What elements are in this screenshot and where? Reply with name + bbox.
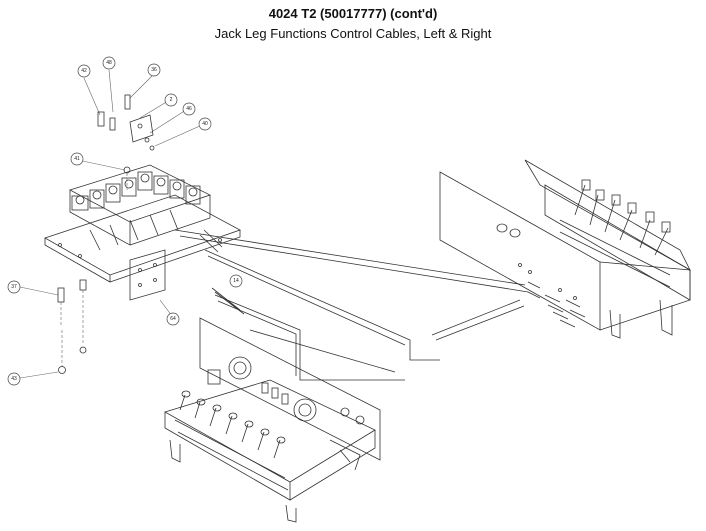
- svg-text:2: 2: [170, 97, 173, 103]
- callout-48: 48: [102, 56, 116, 70]
- svg-text:37: 37: [11, 284, 17, 290]
- callout-41: 41: [70, 152, 84, 166]
- callout-42: 42: [77, 64, 91, 78]
- callout-64: 64: [166, 312, 180, 326]
- front-control-panel: [163, 317, 381, 523]
- right-console: [439, 159, 691, 339]
- page-subtitle: Jack Leg Functions Control Cables, Left …: [214, 26, 492, 41]
- control-cables: [174, 229, 529, 381]
- valve-manifold: [44, 164, 241, 301]
- svg-text:43: 43: [11, 376, 17, 382]
- page-title: 4024 T2 (50017777) (cont'd): [268, 6, 438, 21]
- callout-14: 14: [229, 274, 243, 288]
- callout-46: 46: [182, 102, 196, 116]
- svg-text:36: 36: [151, 67, 157, 73]
- svg-text:41: 41: [74, 156, 80, 162]
- callout-37: 37: [7, 280, 21, 294]
- hardware-stack: [77, 69, 203, 190]
- callout-36: 36: [147, 63, 161, 77]
- callout-43: 43: [7, 372, 21, 386]
- lower-hardware: [19, 279, 173, 379]
- callout-40: 40: [198, 117, 212, 131]
- svg-text:48: 48: [106, 60, 112, 66]
- callout-2: 2: [164, 93, 178, 107]
- svg-text:40: 40: [202, 121, 208, 127]
- svg-text:64: 64: [170, 316, 176, 322]
- svg-text:46: 46: [186, 106, 192, 112]
- svg-text:14: 14: [233, 278, 239, 284]
- svg-text:42: 42: [81, 68, 87, 74]
